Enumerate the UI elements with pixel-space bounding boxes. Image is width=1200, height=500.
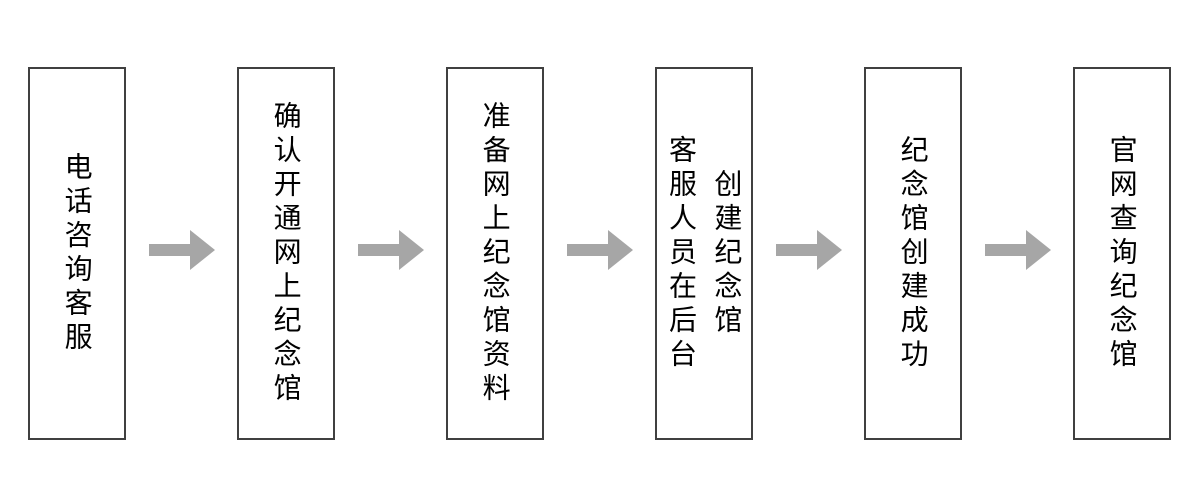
flow-step-label: 创建纪念馆 — [711, 168, 743, 339]
arrow-cell — [962, 67, 1073, 440]
right-arrow-icon — [357, 230, 424, 270]
right-arrow-icon — [775, 230, 842, 270]
flowchart: 电话咨询客服 确认开通网上纪念馆 准备网上纪念馆资料 客服人员在后台 创建纪念馆 — [28, 0, 1200, 440]
flow-step-label: 准备网上纪念馆资料 — [479, 100, 511, 407]
arrow-cell — [753, 67, 864, 440]
flow-step-query-website: 官网查询纪念馆 — [1073, 67, 1171, 440]
flow-step-label: 电话咨询客服 — [61, 151, 93, 356]
flow-step-label: 确认开通网上纪念馆 — [270, 100, 302, 407]
flow-step-confirm-open: 确认开通网上纪念馆 — [237, 67, 335, 440]
flow-step-staff-create: 客服人员在后台 创建纪念馆 — [655, 67, 753, 440]
flow-step-prepare-materials: 准备网上纪念馆资料 — [446, 67, 544, 440]
arrow-cell — [335, 67, 446, 440]
flow-step-label: 纪念馆创建成功 — [897, 134, 929, 373]
arrow-cell — [126, 67, 237, 440]
right-arrow-icon — [984, 230, 1051, 270]
right-arrow-icon — [566, 230, 633, 270]
arrow-cell — [544, 67, 655, 440]
flow-step-label: 官网查询纪念馆 — [1106, 134, 1138, 373]
flow-step-label: 客服人员在后台 — [666, 134, 697, 373]
right-arrow-icon — [148, 230, 215, 270]
flow-step-create-success: 纪念馆创建成功 — [864, 67, 962, 440]
flow-step-phone-consult: 电话咨询客服 — [28, 67, 126, 440]
